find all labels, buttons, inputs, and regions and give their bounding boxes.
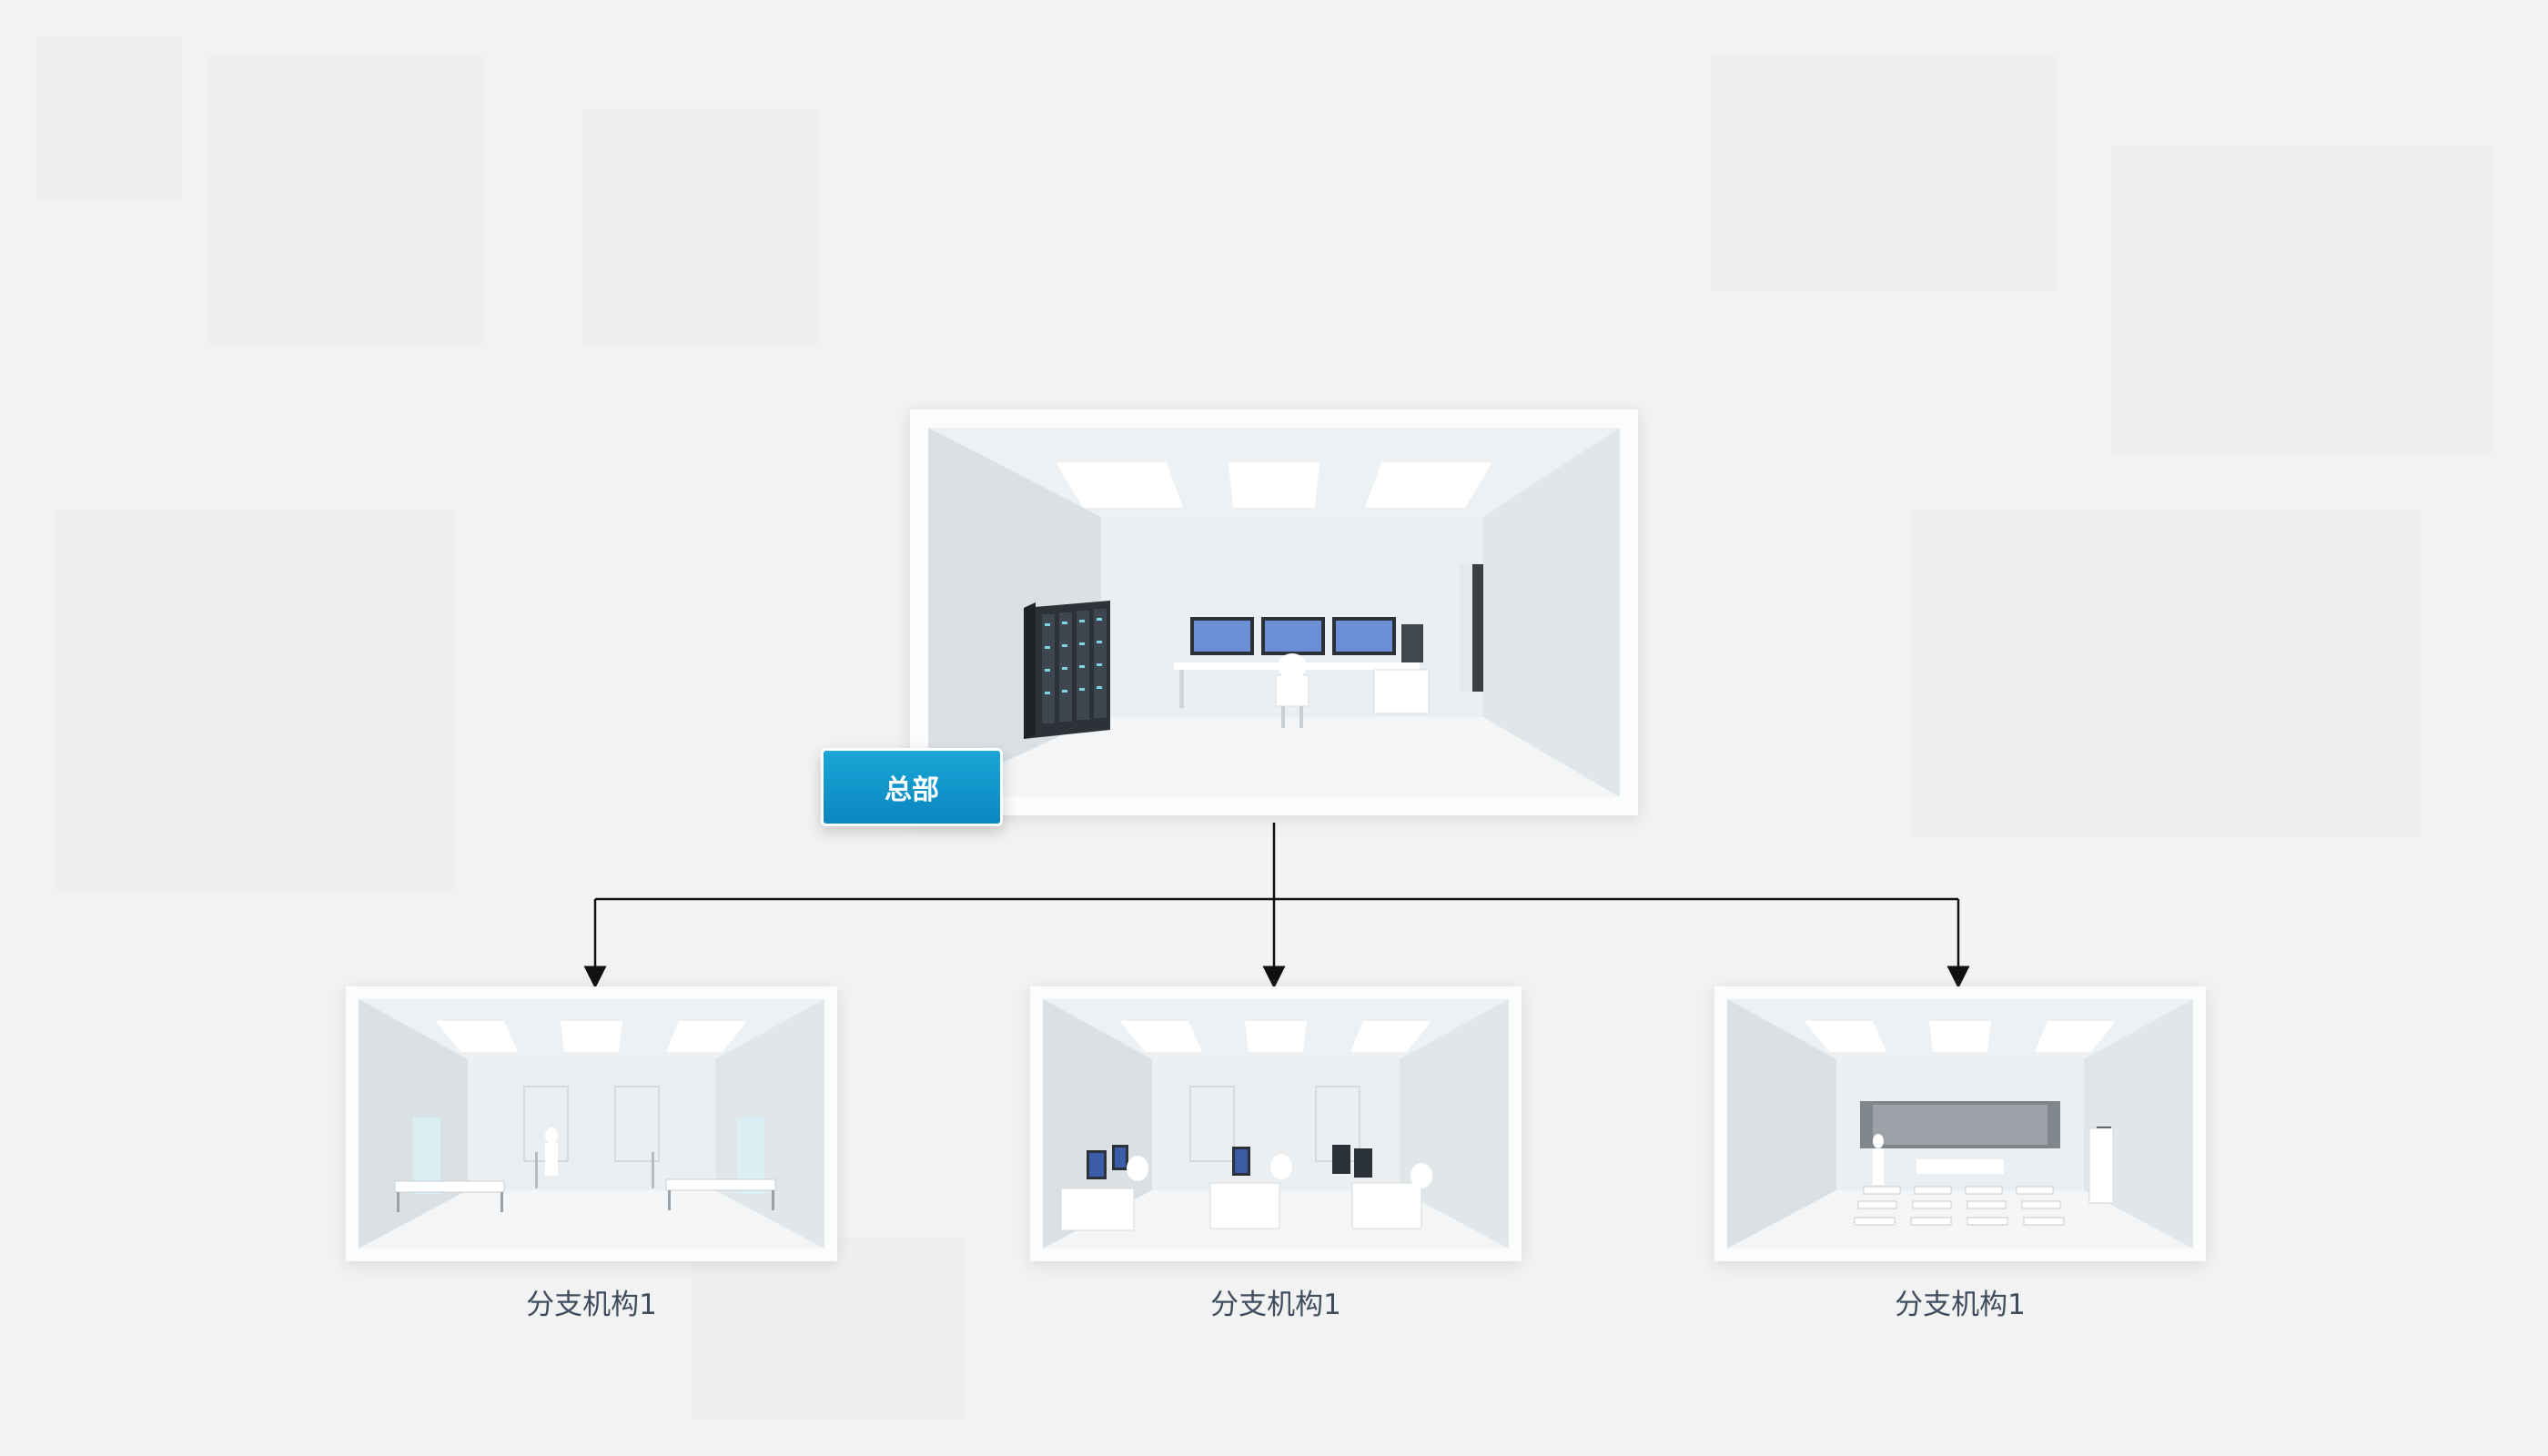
branch-label-3: 分支机构1 — [1895, 1289, 2026, 1321]
computer-lab-illustration — [1043, 999, 1509, 1249]
server-room-illustration — [928, 428, 1620, 797]
background-block — [1711, 55, 2057, 291]
background-block — [2111, 146, 2493, 455]
classroom-illustration — [1727, 999, 2193, 1249]
branch-room-image-1 — [346, 986, 837, 1261]
background-block — [1911, 510, 2421, 837]
server-racks — [1024, 601, 1110, 739]
hq-room-image — [910, 410, 1638, 815]
background-block — [55, 510, 455, 892]
branch-label-1: 分支机构1 — [526, 1289, 657, 1321]
background-block — [209, 55, 482, 346]
background-block — [36, 36, 182, 200]
background-block — [582, 109, 819, 346]
ward-illustration — [359, 999, 824, 1249]
workstation-desk — [1174, 617, 1430, 728]
background-block — [692, 1238, 965, 1420]
hq-label: 总部 — [885, 774, 939, 806]
branch-label-2: 分支机构1 — [1210, 1289, 1341, 1321]
branch-room-image-3 — [1714, 986, 2206, 1261]
hq-badge: 总部 — [821, 748, 1003, 826]
branch-room-image-2 — [1030, 986, 1522, 1261]
